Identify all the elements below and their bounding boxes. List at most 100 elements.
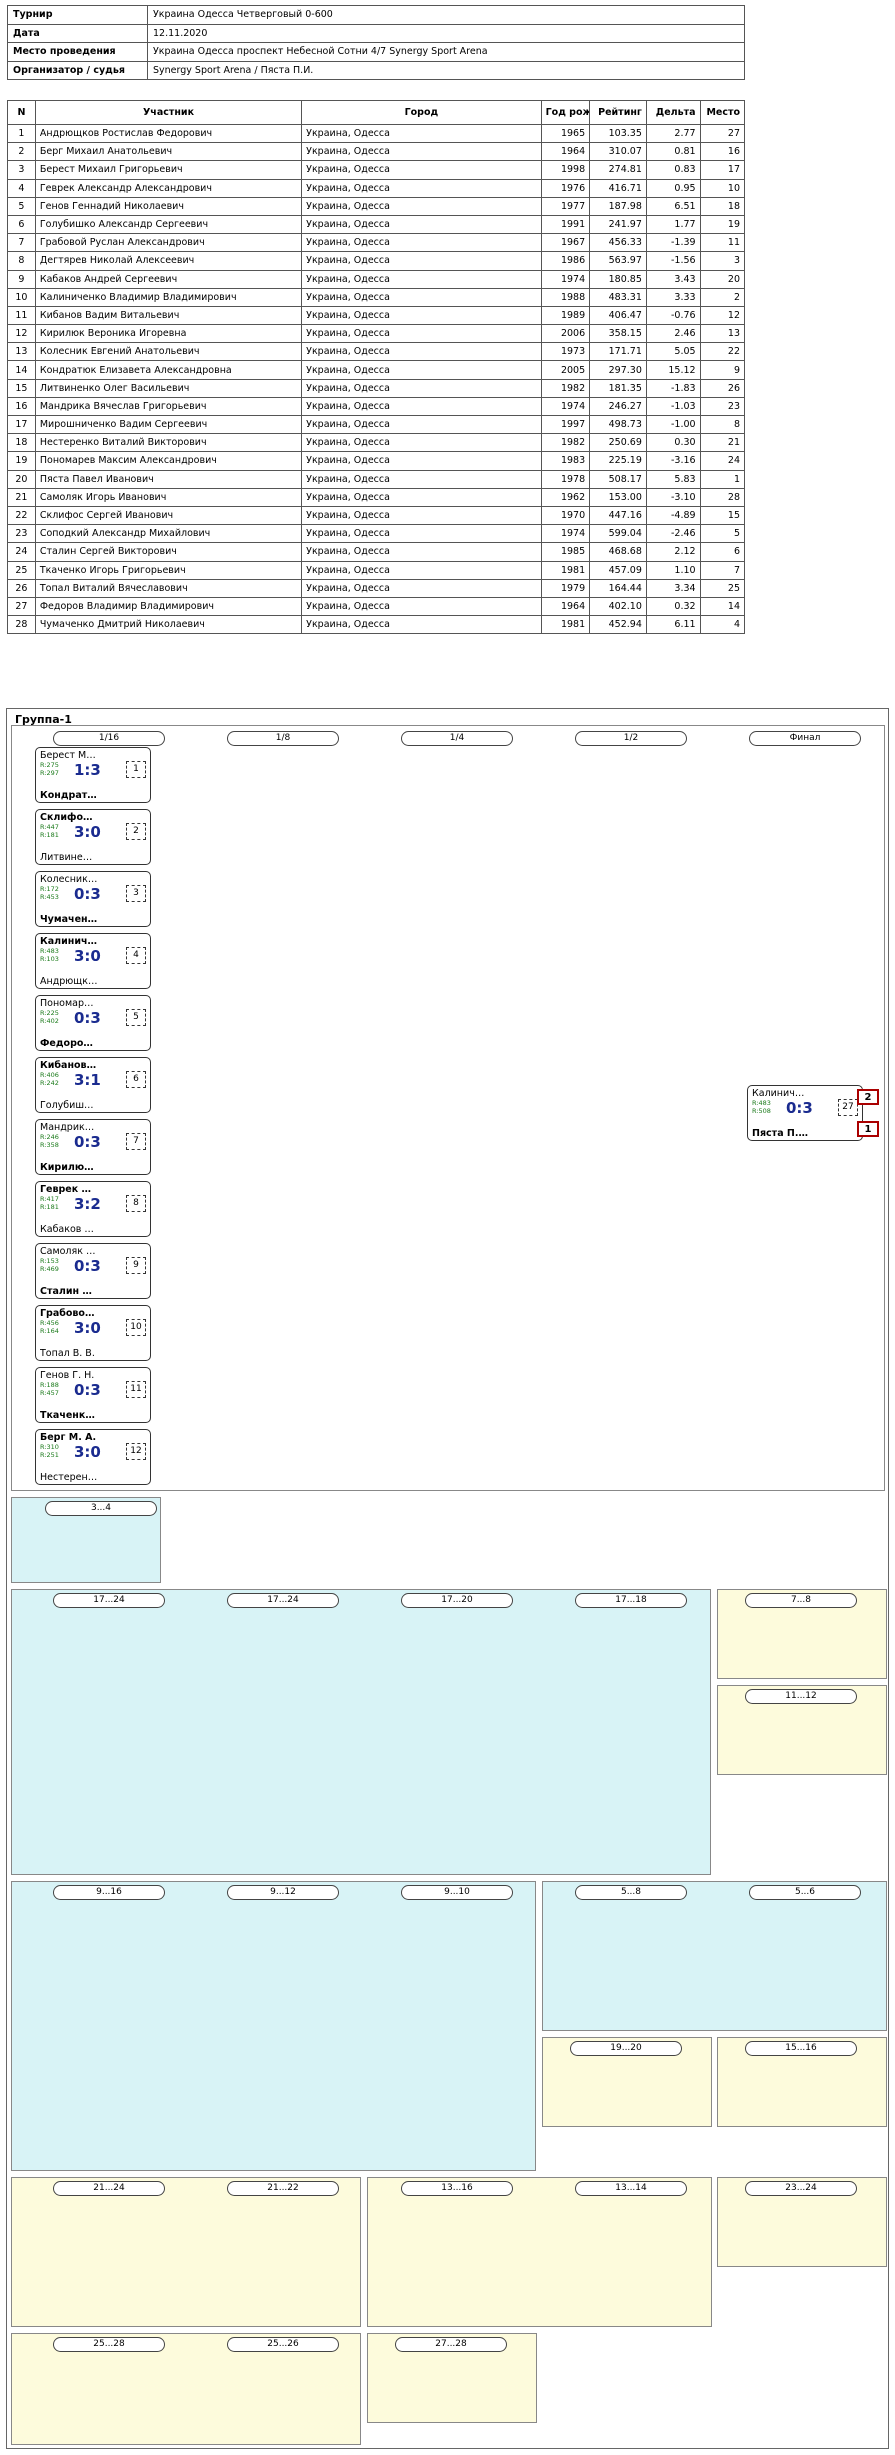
round-label: 23...24	[745, 2181, 857, 2196]
table-cell: 5	[699, 524, 746, 544]
rating-b: R:469	[40, 1265, 59, 1273]
table-cell: Украина, Одесса	[301, 469, 542, 489]
table-cell: 21	[699, 433, 746, 453]
table-cell: 2005	[540, 360, 591, 380]
table-cell: 19	[7, 451, 36, 471]
table-cell: 12	[699, 305, 746, 326]
table-cell: 103.35	[589, 123, 647, 144]
table-cell: 14	[699, 596, 746, 617]
table-cell: 3.43	[645, 269, 701, 289]
round-label: 9...12	[227, 1885, 339, 1900]
table-cell: 11	[7, 305, 36, 326]
rating-a: R:246	[40, 1133, 59, 1141]
table-cell: 27	[699, 123, 746, 144]
round-label: 5...6	[749, 1885, 861, 1900]
table-cell: 1997	[540, 414, 591, 435]
player-b: Пяста П. И.	[752, 1128, 810, 1139]
table-cell: 1974	[540, 396, 591, 417]
player-b: Кабаков А. С.	[40, 1224, 98, 1235]
table-cell: Топал Виталий Вячеславович	[34, 578, 303, 598]
table-cell: 11	[699, 233, 746, 253]
table-cell: 22	[699, 342, 746, 362]
rating-a: R:310	[40, 1443, 59, 1451]
table-cell: Украина, Одесса	[301, 142, 542, 162]
table-cell: 7	[699, 560, 746, 580]
table-cell: Голубишко Александр Сергеевич	[34, 214, 303, 235]
table-cell: 10	[7, 287, 36, 307]
info-label: Дата	[7, 23, 148, 43]
table-cell: Украина, Одесса	[301, 214, 542, 235]
table-cell: Мандрика Вячеслав Григорьевич	[34, 396, 303, 417]
table-cell: 4	[699, 615, 746, 635]
round-label: 13...14	[575, 2181, 687, 2196]
rating-b: R:181	[40, 1203, 59, 1211]
table-cell: 241.97	[589, 214, 647, 235]
column-header: Участник	[34, 100, 303, 125]
match-number: 9	[126, 1257, 146, 1274]
match-card[interactable]: Калиниченко В....R:483R:1033:04Андрющков…	[35, 933, 151, 989]
table-cell: 1	[7, 123, 36, 144]
rating-a: R:406	[40, 1071, 59, 1079]
table-cell: Украина, Одесса	[301, 396, 542, 417]
round-label: 7...8	[745, 1593, 857, 1608]
table-cell: Украина, Одесса	[301, 615, 542, 635]
table-cell: Украина, Одесса	[301, 542, 542, 562]
table-cell: 21	[7, 487, 36, 507]
table-cell: 498.73	[589, 414, 647, 435]
round-label: 15...16	[745, 2041, 857, 2056]
table-cell: 1973	[540, 342, 591, 362]
match-number: 6	[126, 1071, 146, 1088]
table-cell: 6	[699, 542, 746, 562]
table-cell: -0.76	[645, 305, 701, 326]
score: 3:2	[74, 1195, 101, 1213]
player-b: Топал В. В.	[40, 1348, 95, 1359]
table-cell: 456.33	[589, 233, 647, 253]
table-cell: 153.00	[589, 487, 647, 507]
score: 3:0	[74, 823, 101, 841]
player-a: Склифос С. И.	[40, 812, 98, 823]
table-cell: 18	[699, 196, 746, 216]
table-cell: Украина, Одесса	[301, 505, 542, 526]
round-label: 3...4	[45, 1501, 157, 1516]
table-cell: Украина, Одесса	[301, 196, 542, 216]
table-cell: 468.68	[589, 542, 647, 562]
table-cell: 2.77	[645, 123, 701, 144]
player-b: Кирилюк В. И.	[40, 1162, 98, 1173]
match-number: 4	[126, 947, 146, 964]
final-match[interactable]: Калиниченко В.... R:483 R:508 0:3 27 Пяс…	[747, 1085, 863, 1141]
table-cell: 24	[7, 542, 36, 562]
table-cell: 5.05	[645, 342, 701, 362]
table-cell: Склифос Сергей Иванович	[34, 505, 303, 526]
table-cell: 27	[7, 596, 36, 617]
table-cell: Берест Михаил Григорьевич	[34, 160, 303, 180]
player-a: Пономарев М. А.	[40, 998, 98, 1009]
table-cell: 1988	[540, 287, 591, 307]
table-cell: Украина, Одесса	[301, 378, 542, 398]
rating-b: R:297	[40, 769, 59, 777]
table-cell: 1970	[540, 505, 591, 526]
table-cell: 20	[7, 469, 36, 489]
table-cell: 0.95	[645, 178, 701, 198]
table-cell: Кибанов Вадим Витальевич	[34, 305, 303, 326]
table-cell: 181.35	[589, 378, 647, 398]
table-cell: 0.81	[645, 142, 701, 162]
table-cell: Мирошниченко Вадим Сергеевич	[34, 414, 303, 435]
